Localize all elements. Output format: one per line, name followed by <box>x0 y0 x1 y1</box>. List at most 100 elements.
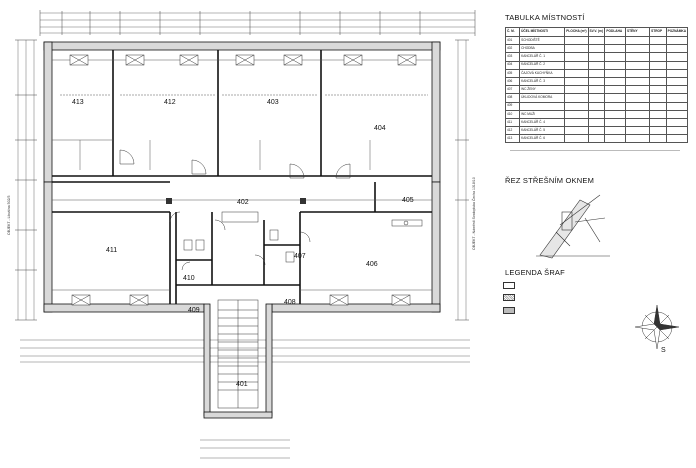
room-table-cell <box>587 76 606 87</box>
room-table-cell <box>604 117 626 128</box>
room-table: Č. M. ÚČEL MÍSTNOSTI PLOCHA (m²) SV.V. (… <box>504 27 689 144</box>
room-table-cell: KANCELÁŘ Č. 2 <box>519 60 566 70</box>
room-table-cell <box>649 35 667 46</box>
room-403: 403 <box>267 99 279 106</box>
room-table-cell <box>624 101 651 111</box>
room-404: 404 <box>374 125 386 132</box>
room-405: 405 <box>402 197 414 204</box>
room-table-row: 409 <box>504 101 689 111</box>
room-410: 410 <box>183 275 195 282</box>
compass-south-label: S <box>661 347 666 354</box>
room-table-cell: 402 <box>504 44 521 54</box>
header-cell: STROP <box>649 27 667 37</box>
room-table-cell <box>604 85 626 95</box>
header-cell: STĚNY <box>624 27 651 37</box>
room-table-cell <box>665 76 689 87</box>
room-table-cell <box>649 52 667 62</box>
header-cell: SV.V. (m) <box>587 27 606 37</box>
room-408: 408 <box>284 299 296 306</box>
room-table-cell: ÚKLIDOVÁ KOMORA <box>519 93 566 103</box>
header-cell: ÚČEL MÍSTNOSTI <box>519 27 566 37</box>
left-neighbor-label: OBJEKT - Libušina 502/3 <box>7 196 11 235</box>
room-table-cell <box>564 134 589 144</box>
room-table-cell: ČAJOVÁ KUCHYŇKA <box>519 68 566 78</box>
legend-swatch-1 <box>503 282 515 289</box>
room-table-cell <box>587 35 606 46</box>
room-table-cell <box>649 60 667 70</box>
room-table-cell <box>604 44 626 54</box>
room-table-cell <box>564 117 589 128</box>
room-table-cell <box>587 101 606 111</box>
room-table-cell <box>665 52 689 62</box>
room-table-cell <box>564 109 589 119</box>
right-neighbor-label: OBJEKT - Náměstí Svatopluka Čecha 1318/1… <box>471 177 476 250</box>
room-table-cell <box>604 109 626 119</box>
room-table-cell <box>649 68 667 78</box>
room-table-cell <box>604 52 626 62</box>
room-table-cell: 404 <box>504 60 521 70</box>
room-table-cell <box>624 44 651 54</box>
room-table-cell: 408 <box>504 93 521 103</box>
sanitary-fixtures <box>183 219 423 263</box>
room-table-cell: 405 <box>504 68 521 78</box>
room-table-cell: WC ŽENY <box>519 85 566 95</box>
room-table-cell: WC MUŽI <box>519 109 566 119</box>
room-table-cell <box>587 52 606 62</box>
room-table-cell: 403 <box>504 52 521 62</box>
room-table-cell <box>564 44 589 54</box>
room-table-cell <box>587 44 606 54</box>
room-table-cell <box>604 76 626 87</box>
room-table-cell <box>587 134 606 144</box>
room-table-cell: CHODBA <box>519 44 566 54</box>
room-table-cell <box>649 101 667 111</box>
room-table-cell <box>624 109 651 119</box>
room-table-cell <box>604 93 626 103</box>
room-table-cell: KANCELÁŘ Č. 4 <box>519 117 566 128</box>
room-table-cell <box>624 85 651 95</box>
room-table-cell <box>564 60 589 70</box>
room-table-cell <box>624 35 651 46</box>
room-406: 406 <box>366 261 378 268</box>
room-table-cell <box>665 134 689 144</box>
room-413: 413 <box>72 99 84 106</box>
room-409: 409 <box>188 307 200 314</box>
room-table-cell <box>564 93 589 103</box>
room-table-cell <box>564 68 589 78</box>
room-table-cell: 410 <box>504 109 521 119</box>
room-table-cell: 406 <box>504 76 521 87</box>
header-cell: Č. M. <box>504 27 521 37</box>
room-table-cell <box>665 109 689 119</box>
room-table-cell <box>624 60 651 70</box>
room-table-cell <box>649 93 667 103</box>
room-407: 407 <box>294 253 306 260</box>
interior-walls <box>52 50 432 304</box>
header-cell: PODLAHA <box>604 27 626 37</box>
room-table-title: TABULKA MÍSTNOSTÍ <box>505 13 585 22</box>
room-table-cell <box>649 109 667 119</box>
room-table-cell <box>604 60 626 70</box>
room-table-cell <box>665 44 689 54</box>
room-table-cell <box>564 76 589 87</box>
room-table-cell <box>604 101 626 111</box>
room-table-cell: KANCELÁŘ Č. 1 <box>519 52 566 62</box>
room-table-cell <box>649 44 667 54</box>
legend-swatch-2 <box>503 294 515 301</box>
room-411: 411 <box>106 247 117 254</box>
legend-title: LEGENDA ŠRAF <box>505 268 565 277</box>
legend-swatch-3 <box>503 307 515 314</box>
section-drawing <box>536 194 610 259</box>
room-table-cell: 411 <box>504 117 521 128</box>
room-table-cell <box>665 68 689 78</box>
room-table-cell <box>519 101 566 111</box>
room-table-cell <box>604 68 626 78</box>
room-table-cell: 407 <box>504 85 521 95</box>
room-table-cell <box>665 117 689 128</box>
room-table-cell <box>665 35 689 46</box>
room-table-cell <box>564 85 589 95</box>
